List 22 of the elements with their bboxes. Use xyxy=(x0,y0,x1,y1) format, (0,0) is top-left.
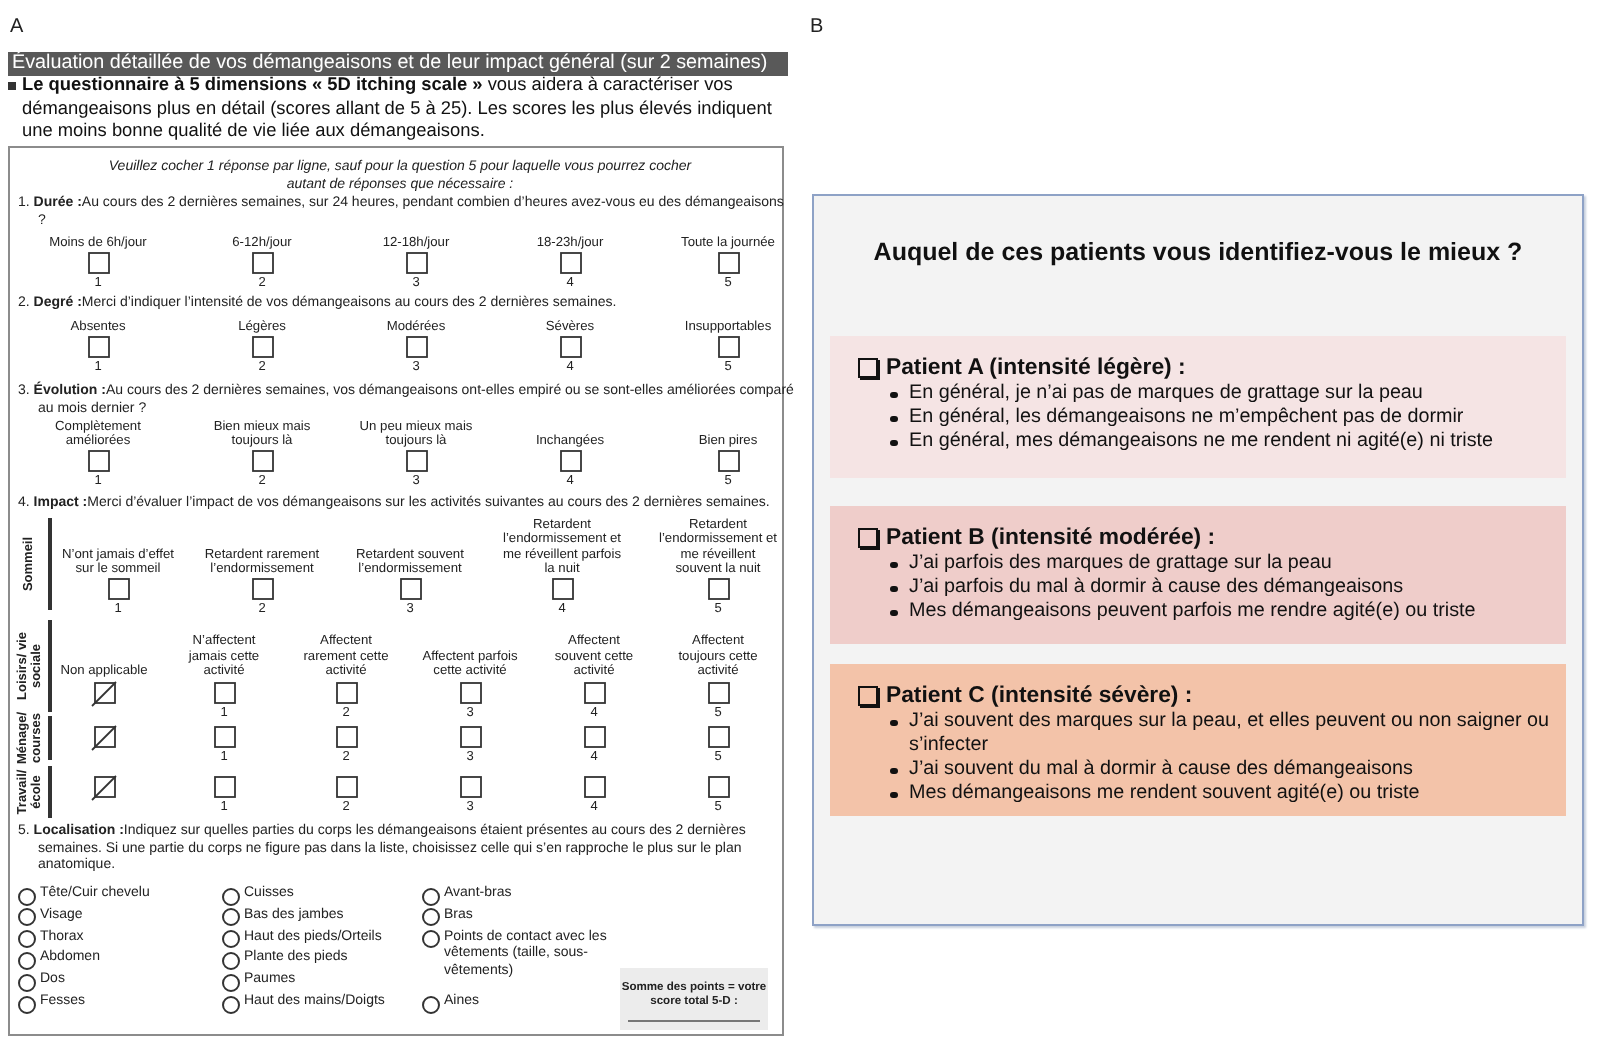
bullet-text: En général, mes démangeaisons ne me rendent ni agité(e) ni triste xyxy=(909,430,1494,454)
intro-text: Le questionnaire à 5 dimensions « 5D itching scale » vous aidera à caractériser vos démangeaisons plus en détail (scores allant de 5 à 25). Les scores les plus élevés indiquent une moins bonne qualité de vie liée aux démangeaisons. xyxy=(22,74,774,143)
question-panel xyxy=(812,194,1584,926)
bullet-text: Mes démangeaisons peuvent parfois me rendre agité(e) ou triste xyxy=(909,600,1476,624)
patient-card xyxy=(830,336,1566,478)
score-box xyxy=(620,968,768,1030)
card-heading: Patient B (intensité modérée) : xyxy=(886,526,1216,550)
patient-card xyxy=(830,664,1566,816)
panel-letter: A xyxy=(10,16,24,38)
card-heading: Patient A (intensité légère) : xyxy=(886,356,1186,380)
bullet-text: J’ai parfois des marques de grattage sur la peau xyxy=(909,552,1332,576)
heading-bar: Évaluation détaillée de vos démangeaisons et de leur impact général (sur 2 semaines) xyxy=(8,52,788,76)
bullet-text: En général, je n’ai pas de marques de grattage sur la peau xyxy=(909,382,1423,406)
bullet-text: J’ai souvent du mal à dormir à cause des démangeaisons xyxy=(909,758,1413,782)
bullet-text: En général, les démangeaisons ne m’empêchent pas de dormir xyxy=(909,406,1464,430)
question-heading: Auquel de ces patients vous identifiez-vous le mieux ? xyxy=(871,238,1525,266)
bullet-text: J’ai souvent des marques sur la peau, et elles peuvent ou non saigner ou s’infecter xyxy=(909,710,1552,758)
panel-letter: B xyxy=(810,16,824,38)
bullet-text: Mes démangeaisons me rendent souvent agité(e) ou triste xyxy=(909,782,1420,806)
bullet-text: J’ai parfois du mal à dormir à cause des démangeaisons xyxy=(909,576,1404,600)
patient-card xyxy=(830,506,1566,644)
card-heading: Patient C (intensité sévère) : xyxy=(886,684,1193,708)
